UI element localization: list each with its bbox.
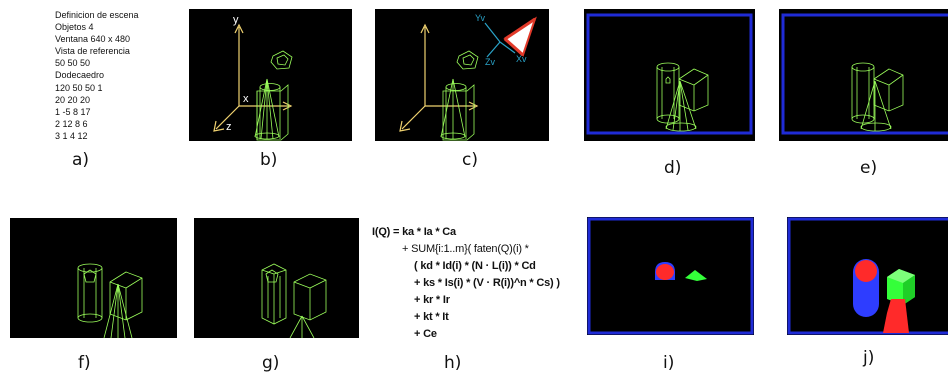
caption-b: b)	[260, 150, 277, 170]
caption-g: g)	[262, 353, 279, 373]
panel-c-camera-view: Yv Xv Zv	[375, 9, 549, 141]
scene-definition-line: Objetos 4	[55, 21, 139, 33]
scene-definition-line: Ventana 640 x 480	[55, 33, 139, 45]
caption-e: e)	[860, 158, 877, 178]
scene-definition-line: 2 12 8 6	[55, 118, 139, 130]
scene-definition-line: Vista de referencia	[55, 45, 139, 57]
formula-line: + Ce	[414, 326, 437, 343]
formula-line: + kt * It	[414, 309, 449, 326]
wireframe-objects-icon	[255, 51, 292, 140]
scene-definition-line: 20 20 20	[55, 94, 139, 106]
zv-label: Zv	[485, 57, 495, 67]
panel-e-clipped-wireframe	[779, 9, 948, 141]
caption-h: h)	[444, 353, 461, 373]
y-axis-label: y	[233, 14, 239, 26]
scene-definition-line: 50 50 50	[55, 57, 139, 69]
caption-d: d)	[664, 158, 681, 178]
panel-g-hidden-lines	[194, 218, 359, 338]
formula-line: + ks * Is(i) * (V · R(i))^n * Cs) )	[414, 275, 560, 292]
x-axis-label: x	[243, 93, 249, 105]
caption-a: a)	[72, 150, 89, 170]
panel-f-wireframe	[10, 218, 177, 338]
formula-line: I(Q) = ka * Ia * Ca	[372, 224, 456, 241]
z-axis-label: z	[226, 121, 232, 133]
caption-c: c)	[462, 150, 478, 170]
scene-definition-line: 1 -5 8 17	[55, 106, 139, 118]
scene-definition-line: Dodecaedro	[55, 69, 139, 81]
caption-f: f)	[78, 353, 91, 373]
yv-label: Yv	[475, 13, 486, 23]
world-axes-icon	[214, 25, 291, 131]
panel-d-window-wireframe	[584, 9, 755, 141]
panel-j-shaded-render	[787, 217, 948, 335]
formula-line: ( kd * Id(i) * (N · L(i)) * Cd	[414, 258, 536, 275]
caption-j: j)	[863, 348, 874, 368]
formula-line: + kr * Ir	[414, 292, 450, 309]
scene-definition-line: 120 50 50 1	[55, 82, 139, 94]
panel-b-axes-wireframe: y x z	[189, 9, 352, 141]
panel-i-flat-render	[587, 217, 754, 335]
caption-i: i)	[663, 353, 674, 373]
scene-definition-line: 3 1 4 12	[55, 130, 139, 142]
scene-definition-line: Definicion de escena	[55, 9, 139, 21]
formula-line: + SUM{i:1..m}( faten(Q)(i) *	[402, 241, 529, 258]
xv-label: Xv	[516, 54, 527, 64]
